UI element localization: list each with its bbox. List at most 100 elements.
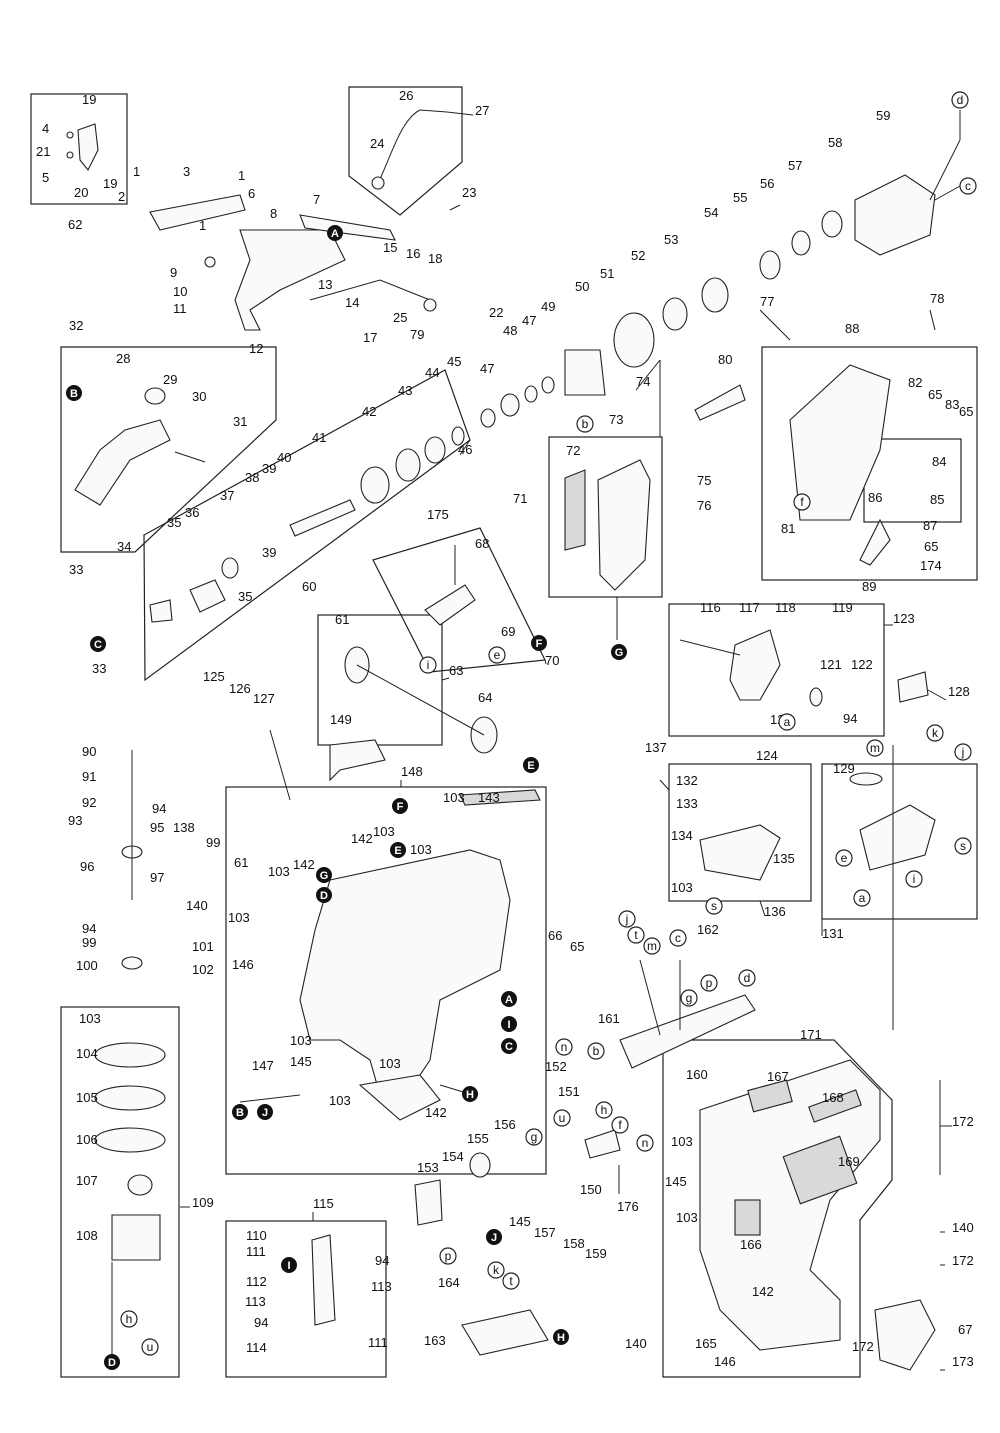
part-number-label: 125 — [203, 669, 225, 684]
part-number-label: 171 — [800, 1027, 822, 1042]
marker-disc — [553, 1329, 569, 1345]
marker-letter: H — [557, 1332, 565, 1344]
marker-disc — [501, 1016, 517, 1032]
connection-marker: j — [618, 910, 636, 928]
part-number-label: 127 — [253, 691, 275, 706]
part-number-label: 19 — [103, 176, 117, 191]
marker-letter: u — [559, 1111, 566, 1125]
reference-marker: H — [553, 1329, 569, 1345]
part-number-label: 45 — [447, 354, 461, 369]
marker-letter: A — [505, 994, 513, 1006]
part-number-label: 70 — [545, 653, 559, 668]
part-number-label: 92 — [82, 795, 96, 810]
reference-marker: B — [232, 1104, 248, 1120]
part-number-label: 116 — [700, 600, 721, 615]
part-number-label: 100 — [76, 958, 98, 973]
part-number-label: 33 — [92, 661, 106, 676]
connection-marker: s — [954, 837, 972, 855]
part-number-label: 1 — [199, 218, 206, 233]
connection-marker: u — [141, 1338, 159, 1356]
marker-circle — [587, 1042, 605, 1060]
marker-circle — [738, 969, 756, 987]
part-number-label: 147 — [252, 1058, 274, 1073]
part-number-label: 54 — [704, 205, 718, 220]
part-number-label: 2 — [118, 189, 125, 204]
part-number-label: 140 — [625, 1336, 647, 1351]
part-number-label: 24 — [370, 136, 384, 151]
part-number-label: 65 — [924, 539, 938, 554]
marker-circle — [525, 1128, 543, 1146]
connection-marker: d — [738, 969, 756, 987]
marker-disc — [531, 635, 547, 651]
part-number-label: 121 — [820, 657, 842, 672]
reference-marker: B — [66, 385, 82, 401]
connection-marker: j — [954, 743, 972, 761]
part-number-label: 12 — [249, 341, 263, 356]
marker-circle — [778, 713, 796, 731]
part-number-label: 39 — [262, 461, 276, 476]
part-number-label: 94 — [152, 801, 166, 816]
marker-letter: D — [108, 1357, 116, 1369]
marker-circle — [705, 897, 723, 915]
marker-circle — [793, 493, 811, 511]
connection-marker: d — [951, 91, 969, 109]
part-number-label: 167 — [767, 1069, 789, 1084]
connection-marker: k — [926, 724, 944, 742]
marker-circle — [419, 656, 437, 674]
part-number-label: 156 — [494, 1117, 516, 1132]
connection-marker: b — [576, 415, 594, 433]
marker-letter: i — [913, 872, 916, 886]
part-number-label: 154 — [442, 1149, 464, 1164]
part-number-label: 163 — [424, 1333, 446, 1348]
part-number-label: 34 — [117, 539, 131, 554]
part-number-label: 103 — [268, 864, 290, 879]
part-number-label: 15 — [383, 240, 397, 255]
reference-marker: D — [104, 1354, 120, 1370]
part-number-label: 172 — [952, 1253, 974, 1268]
reference-marker: G — [611, 644, 627, 660]
marker-letter: m — [870, 741, 880, 755]
connection-marker: g — [680, 989, 698, 1007]
part-number-label: 151 — [558, 1084, 580, 1099]
part-number-label: 56 — [760, 176, 774, 191]
connection-marker: p — [439, 1247, 457, 1265]
part-number-label: 75 — [697, 473, 711, 488]
marker-circle — [618, 910, 636, 928]
part-number-label: 122 — [851, 657, 873, 672]
part-number-label: 43 — [398, 383, 412, 398]
marker-circle — [951, 91, 969, 109]
part-number-label: 172 — [952, 1114, 974, 1129]
marker-circle — [926, 724, 944, 742]
part-number-label: 109 — [192, 1195, 214, 1210]
part-number-label: 103 — [676, 1210, 698, 1225]
part-number-label: 48 — [503, 323, 517, 338]
part-number-label: 94 — [254, 1315, 268, 1330]
part-number-label: 94 — [82, 921, 96, 936]
marker-circle — [636, 1134, 654, 1152]
connection-marker: c — [959, 177, 977, 195]
connection-marker: i — [419, 656, 437, 674]
part-number-label: 29 — [163, 372, 177, 387]
part-number-label: 119 — [832, 600, 853, 615]
marker-circle — [487, 1261, 505, 1279]
part-number-label: 146 — [714, 1354, 736, 1369]
part-number-label: 62 — [68, 217, 82, 232]
part-number-label: 128 — [948, 684, 970, 699]
marker-circle — [120, 1310, 138, 1328]
part-number-label: 162 — [697, 922, 719, 937]
connection-marker: f — [793, 493, 811, 511]
marker-letter: u — [147, 1340, 154, 1354]
part-number-label: 16 — [406, 246, 420, 261]
marker-circle — [853, 889, 871, 907]
marker-letter: D — [320, 890, 328, 902]
part-number-label: 61 — [234, 855, 248, 870]
part-number-label: 159 — [585, 1246, 607, 1261]
marker-circle — [576, 415, 594, 433]
marker-letter: I — [287, 1260, 290, 1272]
reference-marker: C — [90, 636, 106, 652]
marker-disc — [232, 1104, 248, 1120]
part-number-label: 135 — [773, 851, 795, 866]
part-number-label: 78 — [930, 291, 944, 306]
part-number-label: 35 — [238, 589, 252, 604]
